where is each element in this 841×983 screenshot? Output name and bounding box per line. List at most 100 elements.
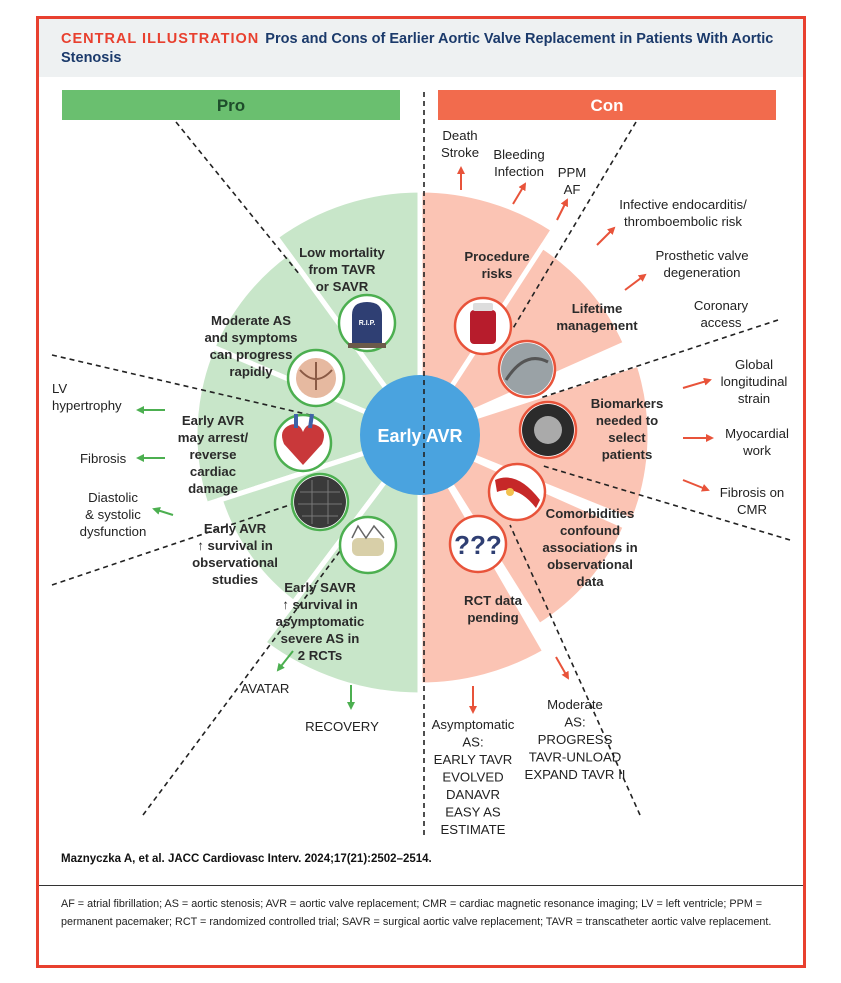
question-marks-icon (448, 514, 508, 574)
con-outer-myocardial-work-line: work (742, 443, 771, 458)
fibrosis-tissue-icon-fill (294, 476, 346, 528)
con-banner (438, 90, 776, 120)
pro-divider-middle (51, 354, 311, 416)
center-label-line: Early AVR (377, 426, 462, 446)
con-outer-fibrosis-cmr-line: Fibrosis on (720, 485, 785, 500)
con-outer-degeneration: Prosthetic valve degeneration (655, 248, 748, 280)
heart-icon-shape (282, 424, 324, 465)
pro-label-cardiac-damage-line: cardiac (190, 464, 236, 479)
con-label-rct-pending-line: RCT data (464, 593, 523, 608)
surgical-valve-icon-body (352, 538, 384, 556)
pro-label-mortality-line: Low mortality (299, 245, 385, 260)
pro-label-observational-line: ↑ survival in (197, 538, 273, 553)
con-outer-asymptomatic-trials-line: DANAVR (446, 787, 500, 802)
con-label-biomarkers-line: needed to (596, 413, 658, 428)
con-outer-gls-line: strain (738, 391, 770, 406)
pro-label-observational-line: Early AVR (204, 521, 267, 536)
con-outer-death-stroke-line: Death (442, 128, 477, 143)
center-label: Early AVR (377, 426, 462, 446)
title-text: Pros and Cons of Earlier Aortic Valve Re… (61, 31, 774, 66)
pro-outer-dysfunction-line: Diastolic (88, 490, 138, 505)
con-label-comorbidities-line: Comorbidities (546, 506, 635, 521)
abbreviations-footnote: AF = atrial fibrillation; AS = aortic st… (61, 898, 772, 928)
con-banner-label: Con (590, 96, 623, 115)
pro-banner (62, 90, 400, 120)
arrow-bleeding-infection (512, 182, 527, 205)
con-label-procedure-line: risks (482, 266, 513, 281)
arrow-avatar (276, 650, 294, 672)
con-label-lifetime-line: Lifetime (572, 301, 623, 316)
pro-label-mortality-line: or SAVR (316, 279, 369, 294)
center-circle (360, 375, 480, 495)
pro-divider-bottom (142, 534, 353, 816)
pro-outer-lv-hypertrophy-line: LV (52, 381, 67, 396)
pro-label-moderate-as-line: Moderate AS (211, 313, 291, 328)
pro-label-rcts-line: 2 RCTs (298, 648, 342, 663)
con-outer-asymptomatic-trials-line: ESTIMATE (441, 822, 506, 837)
con-outer-endocarditis-line: Infective endocarditis/ (619, 197, 747, 212)
pro-label-rcts-line: severe AS in (281, 631, 360, 646)
tombstone-icon-ground (348, 343, 386, 348)
con-outer-moderate-trials-line: Moderate (547, 697, 603, 712)
pro-outer-avatar: AVATAR (241, 681, 290, 696)
artery-icon-vessel (495, 477, 540, 508)
con-outer-coronary-line: Coronary (694, 298, 749, 313)
pro-divider-upper (175, 121, 301, 276)
arrow-moderate-trials (555, 656, 569, 680)
kicker-label: CENTRAL ILLUSTRATION (61, 31, 260, 47)
tombstone-icon-shape (352, 302, 382, 345)
con-label-procedure-line: Procedure (464, 249, 529, 264)
con-label-rct-pending-line: pending (467, 610, 518, 625)
con-label-procedure: Procedure risks (464, 249, 529, 281)
angiogram-icon-fill (501, 343, 553, 395)
con-divider-bottom (509, 524, 641, 816)
con-outer-ppm-af-line: PPM (558, 165, 587, 180)
pro-label-observational-line: studies (212, 572, 258, 587)
pro-label-moderate-as-line: rapidly (229, 364, 273, 379)
con-outer-degeneration-line: degeneration (664, 265, 741, 280)
divider (39, 885, 803, 886)
pro-label-cardiac-damage-line: damage (188, 481, 238, 496)
con-label-comorbidities-line: confound (560, 523, 620, 538)
pro-outer-fibrosis: Fibrosis (80, 451, 127, 466)
con-outer-endocarditis: Infective endocarditis/thromboembolic ri… (619, 197, 747, 229)
pro-label-cardiac-damage-line: reverse (190, 447, 237, 462)
pro-label-rcts-line: asymptomatic (276, 614, 365, 629)
artery-icon-plaque (506, 488, 514, 496)
con-label-rct-pending: RCT data pending (464, 593, 523, 625)
con-outer-death-stroke-line: Stroke (441, 145, 479, 160)
pro-label-rcts-line: Early SAVR (284, 580, 356, 595)
con-outer-bleeding-infection-line: Infection (494, 164, 544, 179)
cmr-scan-icon-myocardium (534, 416, 562, 444)
arrow-degeneration (624, 273, 647, 291)
con-label-biomarkers-line: Biomarkers (591, 396, 664, 411)
pro-label-observational-line: observational (192, 555, 278, 570)
pro-outer-recovery-line: RECOVERY (305, 719, 379, 734)
con-divider-upper (511, 121, 637, 331)
aortic-valve-icon-leaflets (299, 362, 333, 390)
con-outer-endocarditis-line: thromboembolic risk (624, 214, 742, 229)
con-divider-lower (539, 464, 791, 541)
con-outer-asymptomatic-trials-line: EASY AS (445, 805, 501, 820)
pro-label-mortality: Low mortality from TAVR or SAVR (299, 245, 385, 294)
question-marks-icon-text-line: ??? (454, 530, 502, 560)
angiogram-icon-vessel (504, 357, 549, 381)
tombstone-icon-text: R.I.P. (359, 320, 376, 327)
pro-label-mortality-line: from TAVR (309, 262, 376, 277)
con-outer-degeneration-line: Prosthetic valve (655, 248, 748, 263)
pro-outer-recovery: RECOVERY (305, 719, 379, 734)
con-label-biomarkers-line: patients (602, 447, 653, 462)
con-outer-asymptomatic-trials-line: AS: (462, 735, 483, 750)
